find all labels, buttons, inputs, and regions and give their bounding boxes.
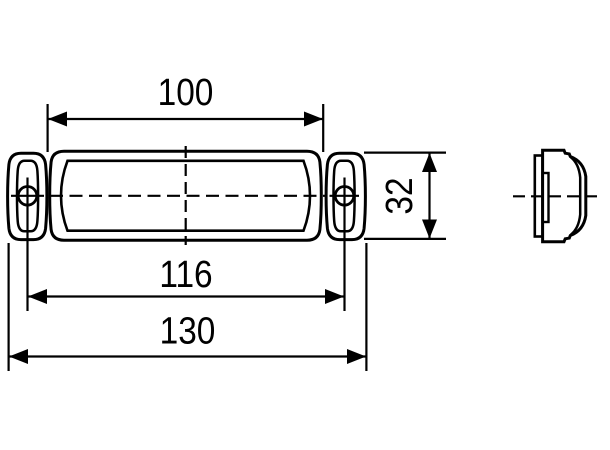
right-end-cap: [324, 151, 367, 311]
side-latch-detail: [541, 171, 550, 224]
side-view: [513, 148, 603, 244]
dim-label-lens-width: 100: [158, 71, 214, 113]
side-lens-inner-line: [569, 156, 582, 236]
right-cap-inner-outline: [332, 159, 356, 233]
arrowhead-right-icon: [347, 349, 366, 364]
arrowhead-down-icon: [422, 219, 437, 239]
arrowhead-right-icon: [304, 111, 323, 127]
arrowhead-up-icon: [422, 153, 437, 172]
arrowhead-left-icon: [48, 111, 67, 127]
dim-label-overall-width: 130: [160, 310, 216, 352]
dimension-lens-width: 100: [46, 71, 325, 152]
arrowhead-left-icon: [28, 289, 47, 304]
lamp-housing-outline: [48, 149, 323, 242]
dim-label-height: 32: [378, 177, 420, 214]
side-profile-outline: [541, 148, 588, 244]
front-view: [6, 146, 367, 311]
dimension-hole-spacing: 116: [28, 253, 344, 304]
arrowhead-left-icon: [9, 349, 28, 364]
dimension-height: 32: [364, 151, 446, 240]
left-cap-outline: [6, 151, 49, 242]
left-end-cap: [6, 151, 49, 311]
left-cap-inner-outline: [15, 159, 40, 233]
lens-outline: [59, 159, 312, 232]
arrowhead-right-icon: [325, 289, 344, 304]
dimension-overall-width: 130: [7, 243, 368, 371]
dim-label-hole-spacing: 116: [159, 253, 212, 295]
right-cap-outline: [324, 151, 367, 242]
